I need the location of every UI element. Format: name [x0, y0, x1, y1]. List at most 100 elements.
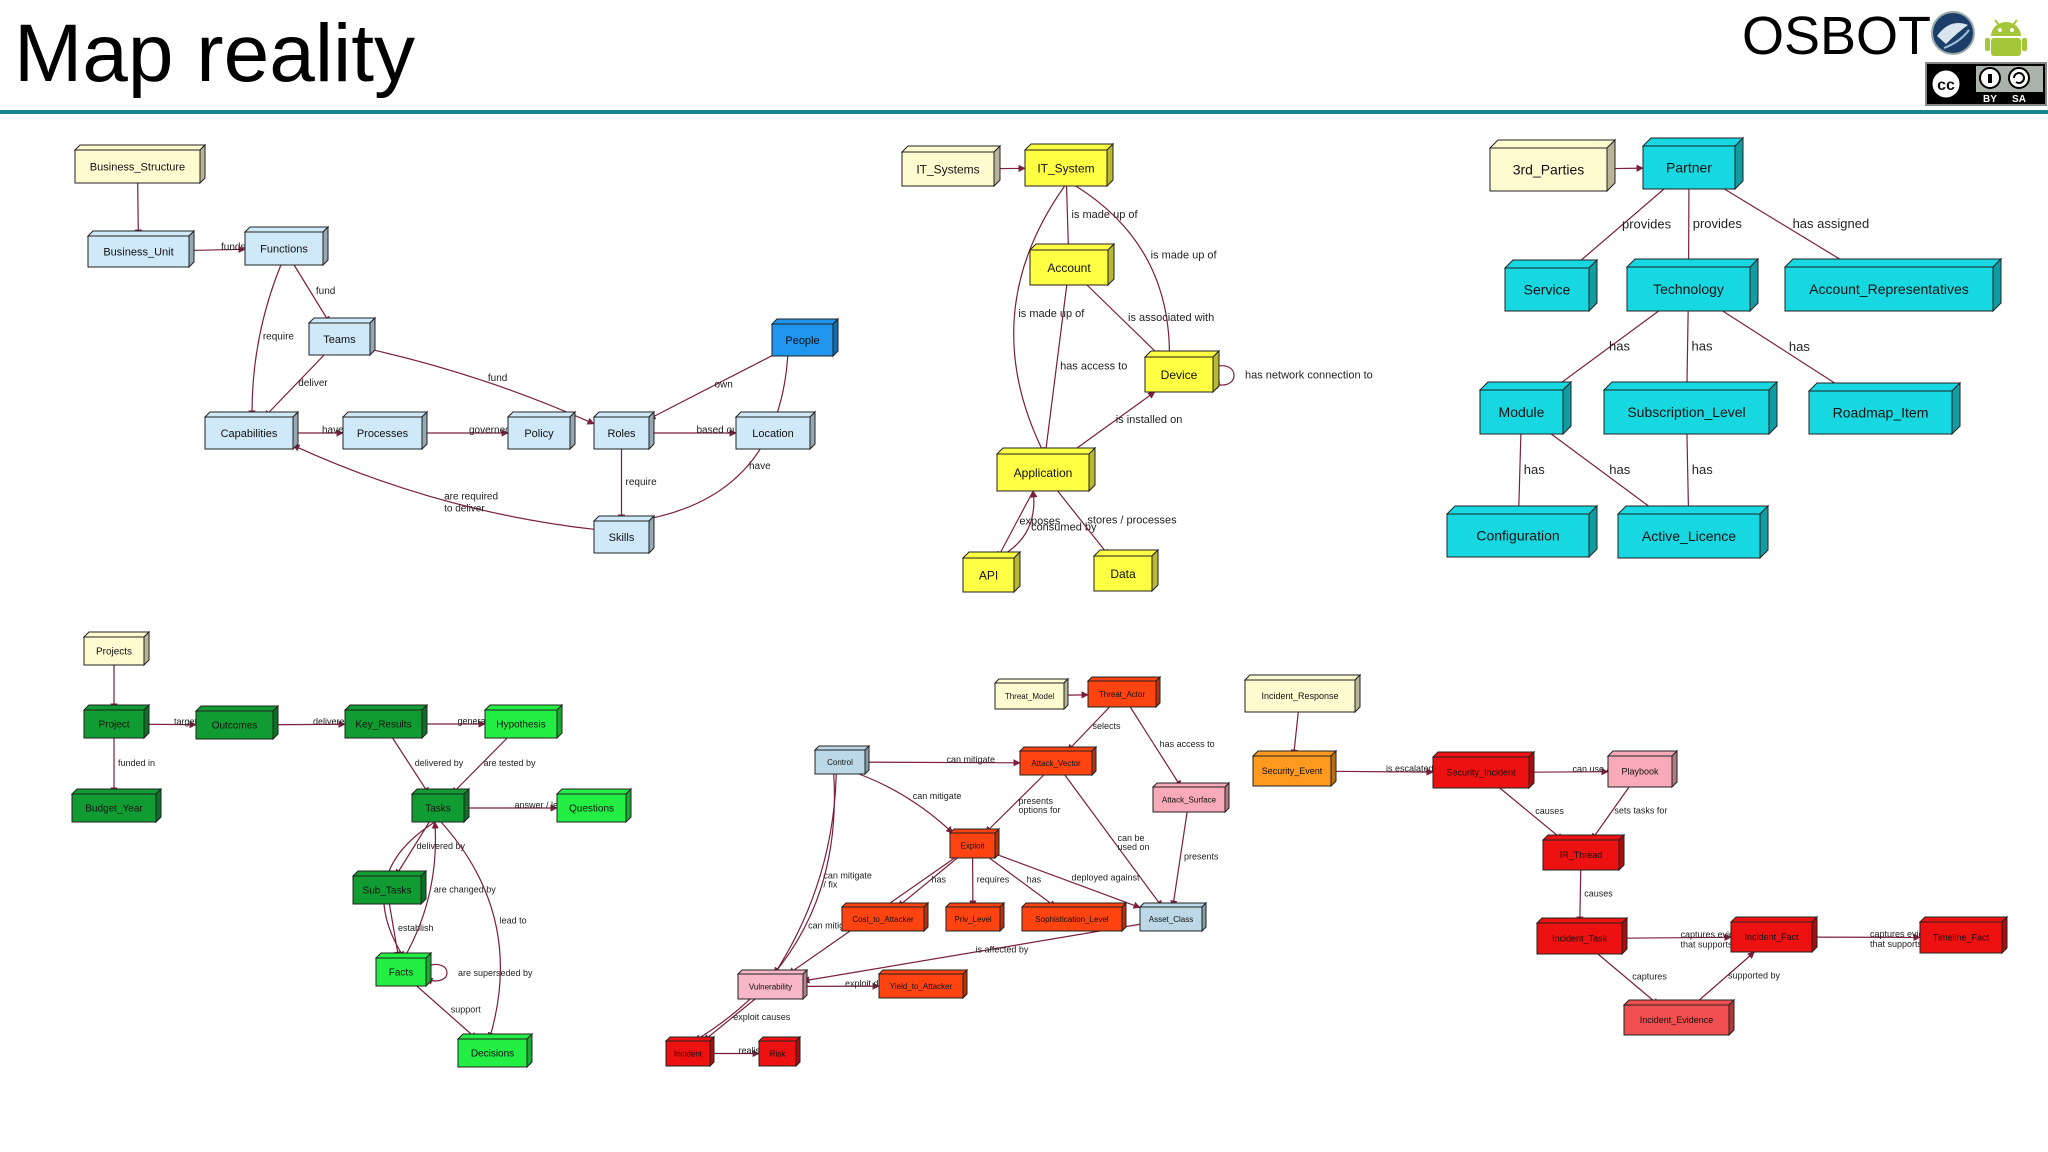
node-label: Functions	[260, 243, 308, 255]
node-priv-level[interactable]: Priv_Level	[944, 901, 1006, 933]
edge-label: has	[1609, 462, 1630, 477]
node-control[interactable]: Control	[813, 744, 871, 776]
node-label: Risk	[770, 1049, 787, 1058]
edge-label: has network connection to	[1245, 370, 1373, 382]
node-playbook[interactable]: Playbook	[1606, 749, 1679, 789]
node-configuration[interactable]: Configuration	[1445, 504, 1599, 559]
node-incident-response[interactable]: Incident_Response	[1243, 673, 1362, 714]
node-technology[interactable]: Technology	[1625, 257, 1760, 313]
node-yield-to-attacker[interactable]: Yield_to_Attacker	[877, 968, 969, 1000]
node-label: API	[979, 568, 998, 582]
node-account-representatives[interactable]: Account_Representatives	[1783, 257, 2003, 313]
node-subscription-level[interactable]: Subscription_Level	[1602, 380, 1779, 436]
node-policy[interactable]: Policy	[506, 410, 577, 451]
node-business-structure[interactable]: Business_Structure	[73, 143, 207, 185]
edge-label: can mitigate	[808, 920, 857, 930]
node-outcomes[interactable]: Outcomes	[194, 704, 280, 741]
node-timeline-fact[interactable]: Timeline_Fact	[1918, 915, 2009, 955]
edge-vulnerability-to-incident: exploit causes	[702, 998, 791, 1042]
node-partner[interactable]: Partner	[1641, 136, 1745, 191]
node-hypothesis[interactable]: Hypothesis	[483, 703, 564, 740]
node-threat-model[interactable]: Threat_Model	[993, 677, 1070, 711]
node-teams[interactable]: Teams	[307, 316, 377, 357]
node-location[interactable]: Location	[734, 410, 817, 451]
node-vulnerability[interactable]: Vulnerability	[736, 968, 809, 1001]
node-data[interactable]: Data	[1092, 548, 1160, 593]
node-budget-year[interactable]: Budget_Year	[70, 787, 163, 824]
node-label: Attack_Vector	[1031, 759, 1081, 768]
node-asset-class[interactable]: Asset_Class	[1138, 901, 1208, 933]
node-sophistication-level[interactable]: Sophistication_Level	[1020, 901, 1128, 933]
node-processes[interactable]: Processes	[341, 410, 429, 451]
node-questions[interactable]: Questions	[555, 787, 633, 824]
node-facts[interactable]: Facts	[374, 951, 433, 988]
node-label: Security_Event	[1262, 766, 1323, 776]
edge-facts-to-facts: are superseded by	[425, 963, 533, 985]
edge-label: have	[322, 425, 344, 436]
edge-exploit-to-priv-level: requires	[969, 857, 1010, 908]
node-label: Business_Unit	[103, 246, 173, 258]
edge-teams-to-capabilities: deliver	[263, 354, 328, 418]
node-projects[interactable]: Projects	[82, 630, 151, 667]
node-incident-evidence[interactable]: Incident_Evidence	[1622, 998, 1736, 1037]
node-people[interactable]: People	[770, 317, 840, 358]
node-attack-vector[interactable]: Attack_Vector	[1018, 745, 1098, 777]
edge-sub-tasks-to-facts: establish	[388, 903, 434, 959]
node-roles[interactable]: Roles	[592, 410, 656, 451]
edge-line	[1330, 768, 1434, 776]
node-threat-actor[interactable]: Threat_Actor	[1086, 675, 1162, 709]
node-label: Incident_Fact	[1744, 932, 1799, 942]
edge-facts-to-tasks: are changed by	[403, 821, 496, 959]
node-exploit[interactable]: Exploit	[948, 827, 1001, 860]
node-project[interactable]: Project	[82, 703, 151, 740]
node-key-results[interactable]: Key_Results	[343, 703, 429, 740]
node-module[interactable]: Module	[1478, 380, 1573, 436]
node-label: Incident_Evidence	[1640, 1015, 1714, 1025]
node-it-systems[interactable]: IT_Systems	[900, 144, 1002, 188]
node-attack-surface[interactable]: Attack_Surface	[1151, 781, 1231, 814]
node-cost-to-attacker[interactable]: Cost_to_Attacker	[840, 901, 930, 933]
node-incident-task[interactable]: Incident_Task	[1535, 916, 1629, 956]
node-application[interactable]: Application	[995, 446, 1097, 493]
node-label: Technology	[1653, 281, 1724, 297]
node-security-event[interactable]: Security_Event	[1251, 749, 1338, 788]
edge-technology-to-roadmap-item: has	[1722, 310, 1848, 392]
edge-application-to-api: exposes	[997, 490, 1061, 559]
edge-incident-task-to-incident-evidence: captures	[1597, 953, 1667, 1006]
node-service[interactable]: Service	[1503, 258, 1599, 313]
node-capabilities[interactable]: Capabilities	[203, 410, 300, 451]
node-skills[interactable]: Skills	[592, 514, 656, 555]
node-ir-thread[interactable]: IR_Thread	[1541, 833, 1626, 872]
node-risk[interactable]: Risk	[757, 1035, 802, 1068]
node-3rd-parties[interactable]: 3rd_Parties	[1488, 138, 1617, 193]
cc-icon	[1929, 67, 1963, 101]
cc-by-sa-license-badge: cc BY SA	[1925, 62, 2047, 106]
edge-label: exposes	[1019, 516, 1060, 528]
edge-line	[1684, 433, 1693, 515]
node-incident-fact[interactable]: Incident_Fact	[1729, 915, 1819, 954]
node-security-incident[interactable]: Security_Incident	[1431, 750, 1536, 790]
node-label: Outcomes	[212, 721, 258, 732]
node-account[interactable]: Account	[1028, 242, 1116, 287]
edge-partner-to-account-representatives: has assigned	[1724, 188, 1869, 268]
node-business-unit[interactable]: Business_Unit	[86, 229, 196, 269]
node-api[interactable]: API	[961, 550, 1022, 594]
node-it-system[interactable]: IT_System	[1023, 142, 1115, 188]
edge-label: funded in	[118, 758, 155, 768]
node-decisions[interactable]: Decisions	[456, 1032, 534, 1069]
node-tasks[interactable]: Tasks	[410, 787, 471, 824]
node-incident[interactable]: Incident	[664, 1035, 716, 1068]
node-sub-tasks[interactable]: Sub_Tasks	[351, 869, 428, 906]
node-active-licence[interactable]: Active_Licence	[1616, 504, 1770, 560]
edge-label: fund	[488, 373, 507, 384]
node-device[interactable]: Device	[1143, 349, 1221, 394]
edge-label: lead to	[500, 916, 527, 926]
node-roadmap-item[interactable]: Roadmap_Item	[1807, 381, 1962, 436]
node-functions[interactable]: Functions	[243, 225, 330, 267]
